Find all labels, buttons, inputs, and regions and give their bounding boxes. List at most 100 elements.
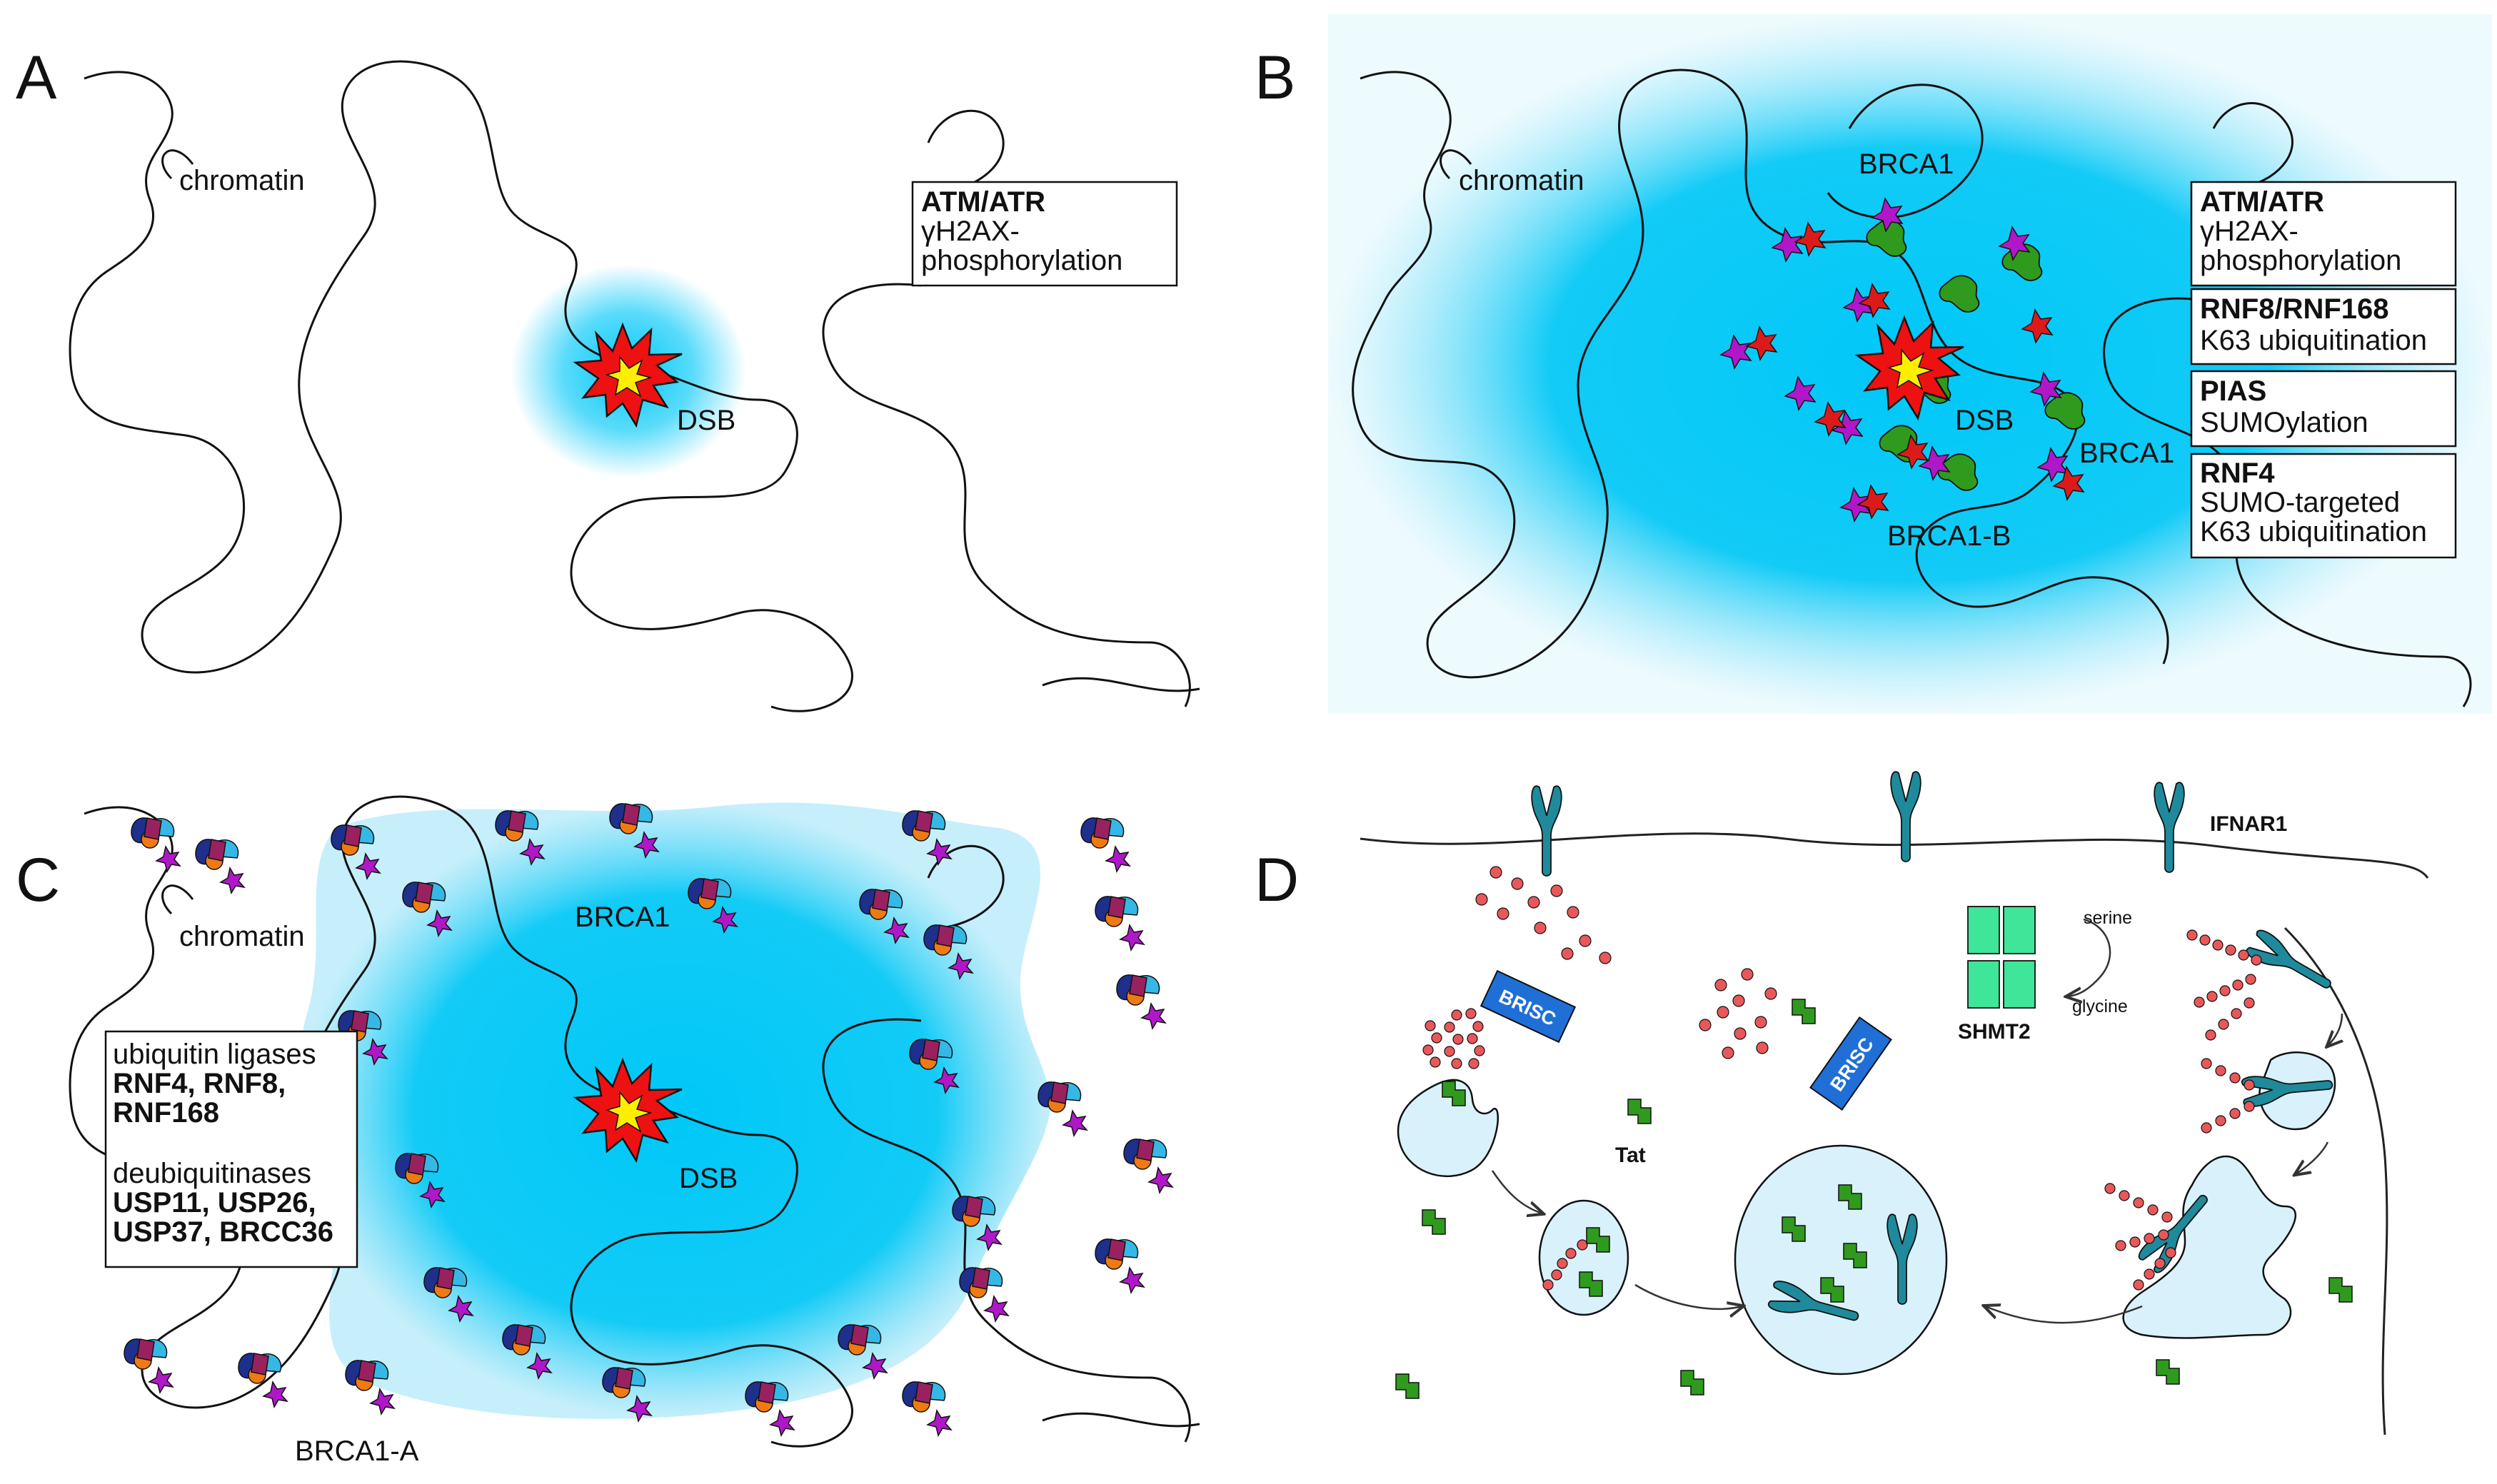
chromatin-fiber xyxy=(2212,102,2293,187)
enzyme-box: ubiquitin ligases RNF4, RNF8, RNF168 deu… xyxy=(104,1030,358,1268)
polyubiquitin-chain xyxy=(1542,1239,1588,1291)
brca1a-complex xyxy=(331,824,381,880)
brca1a-complex xyxy=(1080,817,1131,873)
panel-d-letter: D xyxy=(1255,846,1299,914)
brisc-complex: BRISC xyxy=(1479,969,1577,1044)
sumo-star xyxy=(1784,375,1817,411)
chromatin-fiber xyxy=(1440,149,1472,180)
pias-title: PIAS xyxy=(2200,375,2266,407)
chromatin-label: chromatin xyxy=(179,165,305,196)
endosome xyxy=(1538,1199,1629,1316)
dub-line1: USP11, USP26, xyxy=(113,1187,316,1218)
traffic-arrow xyxy=(1491,1170,1542,1213)
tat-label: Tat xyxy=(1615,1144,1646,1167)
ifnar1-label: IFNAR1 xyxy=(2210,812,2287,836)
shmt2-label: SHMT2 xyxy=(1958,1020,2031,1044)
dub-heading: deubiquitinases xyxy=(113,1158,311,1189)
panel-c-letter: C xyxy=(16,846,60,914)
brca1-label: BRCA1 xyxy=(575,902,670,933)
pathway-box-pias: PIAS SUMOylation xyxy=(2190,370,2457,448)
ubiquitin-beads xyxy=(1475,866,1777,1059)
ubiquitin-star xyxy=(1858,283,1891,318)
brca1a-complex xyxy=(195,839,246,894)
rnf4-line2: SUMO-targeted xyxy=(2200,487,2400,518)
brca1-label: BRCA1 xyxy=(1859,148,1954,180)
brca1a-label: BRCA1-A xyxy=(295,1435,419,1467)
brca1a-complex xyxy=(1038,1081,1088,1137)
chromatin-fiber xyxy=(927,844,1005,929)
chromatin-fiber xyxy=(927,109,1005,194)
sumo-star xyxy=(1839,487,1872,523)
serine-glycine-arrow xyxy=(2067,918,2111,996)
sumo-star xyxy=(1719,334,1752,370)
brca1a-complex xyxy=(859,889,910,944)
chromatin-fiber xyxy=(69,60,853,712)
tat-protein xyxy=(1627,1099,1652,1124)
ubiquitin-star xyxy=(1745,325,1778,361)
tat-protein xyxy=(2328,1277,2353,1303)
tat-protein xyxy=(1579,1271,1603,1297)
dsb-label: DSB xyxy=(1955,405,2014,436)
chromatin-fiber xyxy=(161,884,194,915)
brca1a-complex xyxy=(902,1381,953,1437)
nucleus xyxy=(1734,1144,1948,1376)
panel-c-glow xyxy=(301,802,1051,1419)
brca1a-complex xyxy=(238,1353,288,1408)
brca1a-complex xyxy=(1116,974,1167,1030)
tat-protein xyxy=(1792,999,1816,1024)
brca1a-complex xyxy=(902,810,953,866)
brca1a-complex xyxy=(745,1381,795,1437)
brca1a-complex xyxy=(345,1360,396,1415)
plasma-membrane xyxy=(1360,832,2429,879)
pathway-box-rnf8-rnf168: RNF8/RNF168 K63 ubiquitination xyxy=(2190,288,2457,365)
shmt2-tetramer xyxy=(1967,906,2036,1009)
brca1-protein xyxy=(1939,275,1980,313)
ubiquitin-star xyxy=(1896,434,1929,470)
brca1a-complex xyxy=(609,803,660,859)
panel-b-letter: B xyxy=(1255,44,1295,112)
atm-atr-line2: γH2AX- xyxy=(2200,216,2298,247)
dsb-label: DSB xyxy=(677,405,735,436)
atm-atr-box: ATM/ATR γH2AX- phosphorylation xyxy=(911,181,1178,287)
ligases-heading: ubiquitin ligases xyxy=(113,1039,316,1070)
traffic-arrow xyxy=(1985,1306,2143,1324)
sumo-star xyxy=(2029,371,2062,407)
brca1a-complex xyxy=(1095,896,1145,952)
ligases-line2: RNF168 xyxy=(113,1097,219,1129)
dsb-core xyxy=(605,1090,653,1133)
dsb-label: DSB xyxy=(679,1163,738,1194)
sumo-protein-group xyxy=(1719,197,2085,523)
serine-label: serine xyxy=(2084,908,2132,928)
brca1a-complex xyxy=(395,1153,446,1208)
panel-a: A chromatin DSB ATM/ATR γH2AX- phosphory… xyxy=(16,44,1200,712)
ubiquitin-star xyxy=(2052,465,2085,501)
ubiquitin-star xyxy=(1794,221,1827,257)
dub-line2: USP37, BRCC36 xyxy=(113,1216,333,1248)
ifnar1-receptor xyxy=(1890,771,1921,862)
brca1a-complex xyxy=(952,1196,1003,1251)
panel-a-letter: A xyxy=(16,44,57,112)
rnf8-rnf168-title: RNF8/RNF168 xyxy=(2200,293,2389,325)
polyubiquitin-chain xyxy=(2104,929,2262,1291)
chromatin-fiber xyxy=(69,795,853,1448)
brca1-protein xyxy=(1866,219,1907,257)
atm-atr-line2: γH2AX- xyxy=(921,216,1020,247)
panel-c: C xyxy=(16,795,1200,1467)
pathway-box-atm-atr: ATM/ATR γH2AX- phosphorylation xyxy=(2190,181,2457,287)
brca1a-complex xyxy=(909,1039,960,1094)
atm-atr-title: ATM/ATR xyxy=(2200,186,2324,218)
dsb-core xyxy=(605,355,653,398)
tat-protein-group xyxy=(1395,999,2353,1399)
ubiquitin-star xyxy=(1814,401,1847,437)
tat-protein xyxy=(1680,1370,1704,1395)
ligases-line1: RNF4, RNF8, xyxy=(113,1068,286,1099)
brca1a-complex xyxy=(1095,1238,1145,1294)
tat-protein xyxy=(1820,1277,1844,1303)
ifnar1-receptor xyxy=(2154,782,2185,873)
tat-protein xyxy=(1843,1243,1867,1268)
brca1a-complex xyxy=(959,1267,1010,1323)
brca1a-complex xyxy=(502,1324,553,1380)
brca1a-complex-group xyxy=(124,803,1174,1437)
chromatin-fiber xyxy=(822,283,1191,707)
